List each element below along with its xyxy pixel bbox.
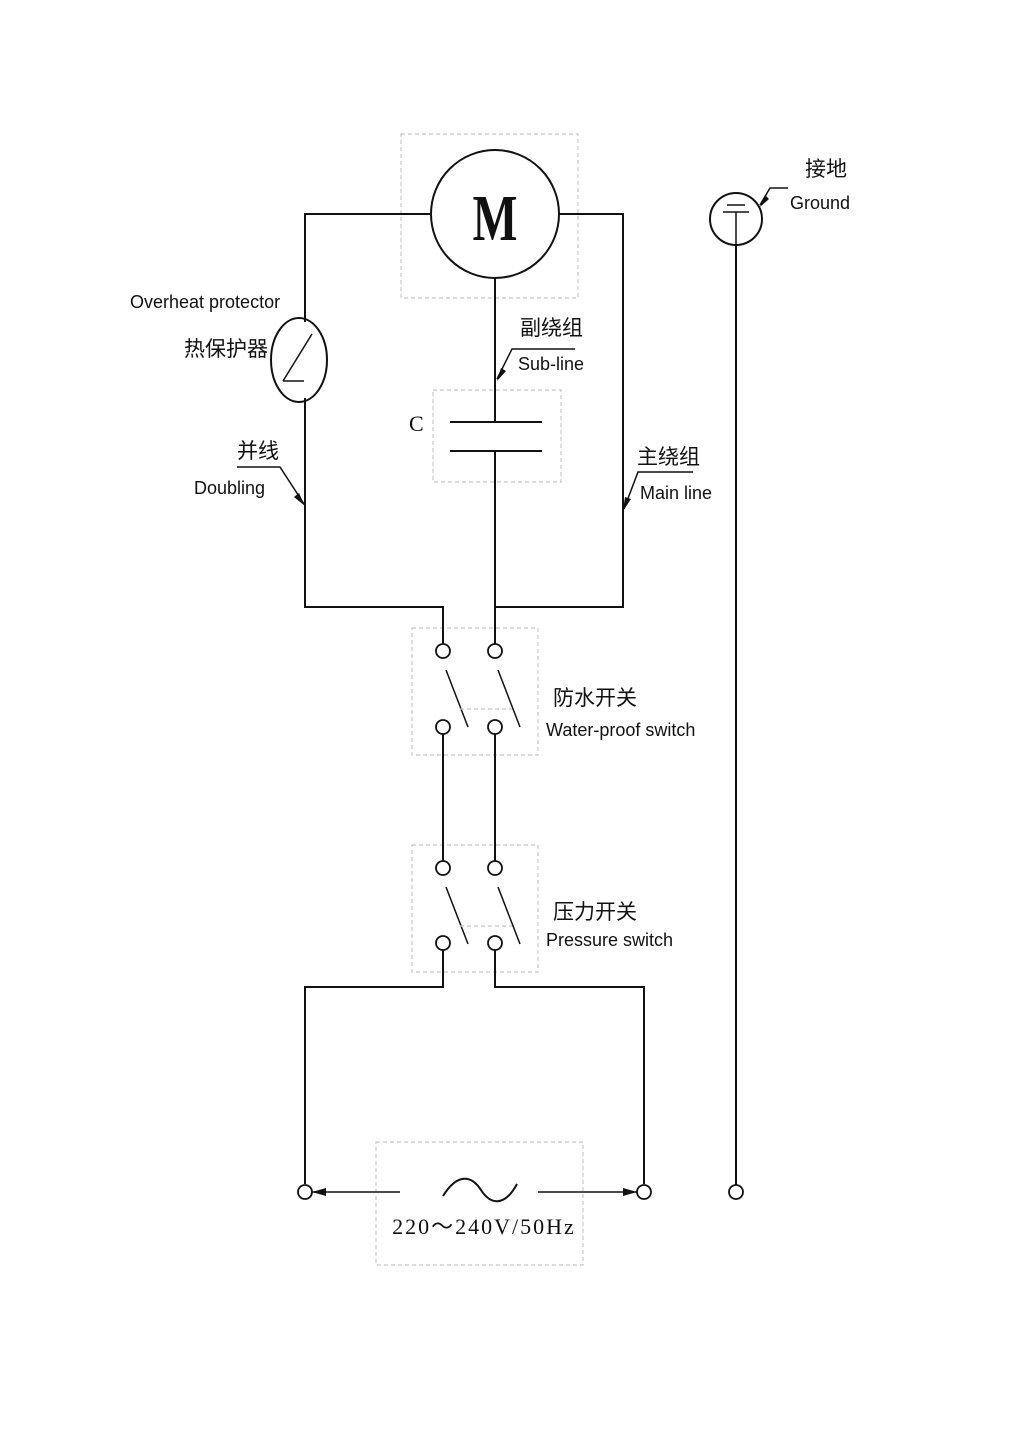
main-line-wire <box>495 213 624 608</box>
motor-frame <box>400 133 579 299</box>
supply-wire-right <box>494 950 645 1184</box>
ac-source-icon <box>442 1177 518 1203</box>
pressure-switch-frame <box>411 844 539 973</box>
overheat-label-cn: 热保护器 <box>184 337 268 361</box>
doubling-label-cn: 并线 <box>237 439 279 463</box>
subline-label-cn: 副绕组 <box>520 316 583 340</box>
ground-label-cn: 接地 <box>805 157 847 181</box>
ground-terminal <box>728 1184 744 1200</box>
ground-label-en: Ground <box>790 193 850 213</box>
subline-label-en: Sub-line <box>518 354 584 374</box>
power-supply-frame <box>375 1141 584 1266</box>
pressure-label-cn: 压力开关 <box>553 900 637 924</box>
supply-terminal-right <box>636 1184 652 1200</box>
waterproof-label-cn: 防水开关 <box>553 686 637 710</box>
motor: M <box>430 149 560 279</box>
capacitor-icon <box>450 421 542 452</box>
doubling-wire-lower <box>304 398 444 651</box>
power-supply <box>297 1177 652 1203</box>
waterproof-switch-icon <box>435 643 521 735</box>
waterproof-label-en: Water-proof switch <box>546 720 695 740</box>
capacitor-frame <box>432 389 562 483</box>
pressure-switch-icon <box>435 860 521 951</box>
doubling-label-en: Doubling <box>194 478 265 498</box>
doubling-wire <box>304 213 431 322</box>
overheat-protector-icon <box>270 317 328 403</box>
leader-lines <box>237 187 788 511</box>
mainline-label-en: Main line <box>640 483 712 503</box>
waterproof-switch-frame <box>411 627 539 756</box>
supply-wire-left <box>304 950 444 1184</box>
mainline-label-cn: 主绕组 <box>637 445 700 469</box>
pressure-label-en: Pressure switch <box>546 930 673 950</box>
supply-terminal-left <box>297 1184 313 1200</box>
ground-icon <box>709 192 763 246</box>
motor-symbol: M <box>473 183 518 255</box>
capacitor-label: C <box>409 411 424 436</box>
power-rating: 220～240V/50Hz <box>392 1214 576 1239</box>
overheat-label-en: Overheat protector <box>130 292 280 312</box>
